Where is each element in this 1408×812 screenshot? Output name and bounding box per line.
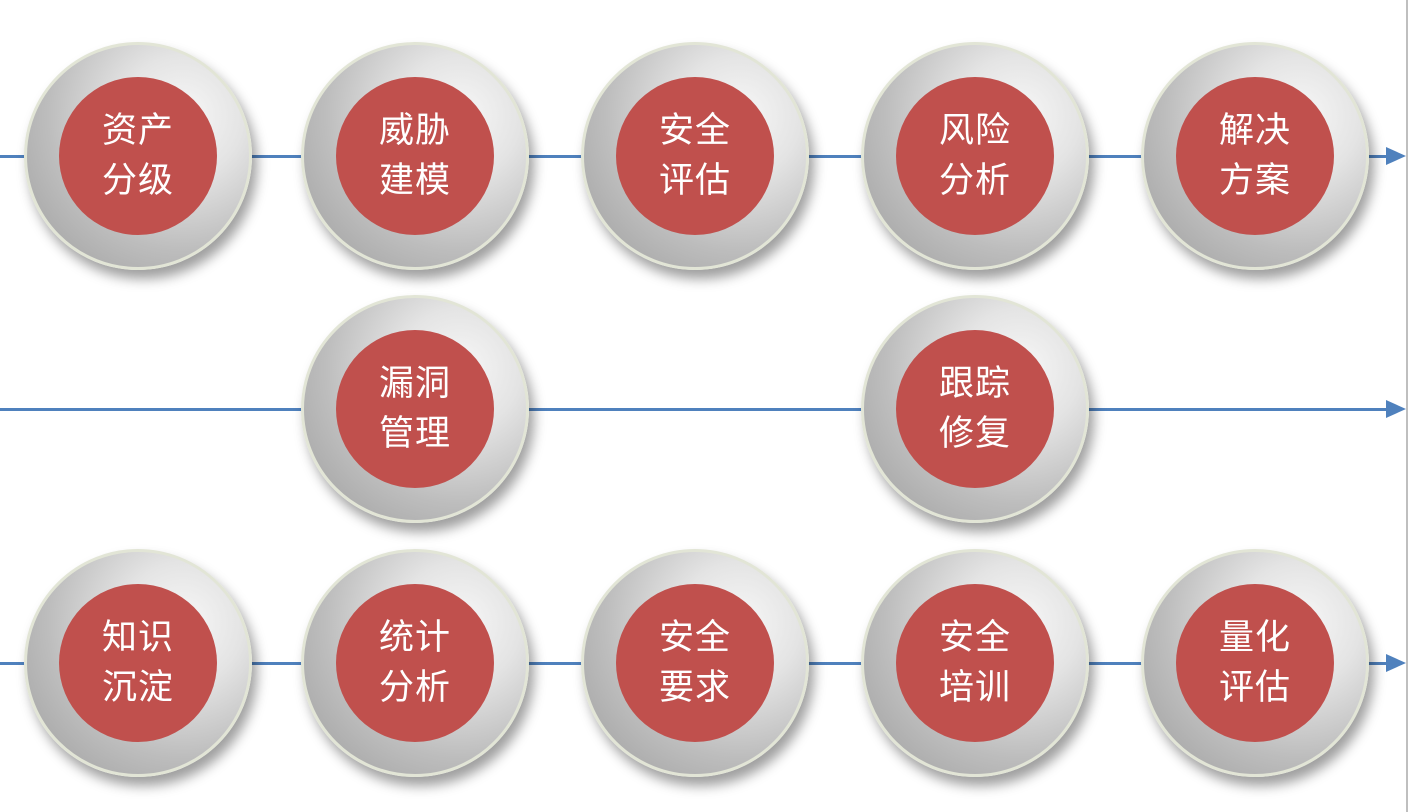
step-label: 统计 分析 xyxy=(336,584,494,742)
step-core: 安全 培训 xyxy=(896,584,1054,742)
step-label-line-2: 沉淀 xyxy=(101,668,174,708)
step-label-line-1: 安全 xyxy=(658,111,731,151)
step-core: 知识 沉淀 xyxy=(59,584,217,742)
step-label: 解决 方案 xyxy=(1176,77,1334,235)
flow-row-2: 漏洞 管理 跟踪 修复 xyxy=(0,289,1408,529)
step-label: 安全 评估 xyxy=(616,77,774,235)
flow-row-3: 知识 沉淀 统计 分析 安全 要求 安全 培训 xyxy=(0,543,1408,783)
step-threat-modeling: 威胁 建模 xyxy=(301,42,529,270)
step-core: 风险 分析 xyxy=(896,77,1054,235)
step-security-requirements: 安全 要求 xyxy=(581,549,809,777)
step-core: 漏洞 管理 xyxy=(336,330,494,488)
step-security-training: 安全 培训 xyxy=(861,549,1089,777)
step-label-line-2: 方案 xyxy=(1218,161,1291,201)
step-label: 跟踪 修复 xyxy=(896,330,1054,488)
step-label-line-1: 解决 xyxy=(1218,111,1291,151)
step-core: 安全 要求 xyxy=(616,584,774,742)
step-core: 统计 分析 xyxy=(336,584,494,742)
step-core: 威胁 建模 xyxy=(336,77,494,235)
step-vulnerability-management: 漏洞 管理 xyxy=(301,295,529,523)
step-label-line-2: 评估 xyxy=(1218,668,1291,708)
step-label-line-1: 风险 xyxy=(938,111,1011,151)
step-quantitative-evaluation: 量化 评估 xyxy=(1141,549,1369,777)
step-label-line-1: 量化 xyxy=(1218,618,1291,658)
step-statistical-analysis: 统计 分析 xyxy=(301,549,529,777)
page-right-border xyxy=(1406,0,1408,812)
step-core: 资产 分级 xyxy=(59,77,217,235)
arrow-right-icon xyxy=(1386,654,1406,672)
step-label-line-1: 跟踪 xyxy=(938,364,1011,404)
step-label: 威胁 建模 xyxy=(336,77,494,235)
step-label: 知识 沉淀 xyxy=(59,584,217,742)
step-label-line-2: 评估 xyxy=(658,161,731,201)
step-label-line-2: 分析 xyxy=(938,161,1011,201)
step-label-line-2: 管理 xyxy=(378,414,451,454)
step-core: 安全 评估 xyxy=(616,77,774,235)
step-label: 风险 分析 xyxy=(896,77,1054,235)
step-label-line-2: 分析 xyxy=(378,668,451,708)
step-tracking-remediation: 跟踪 修复 xyxy=(861,295,1089,523)
step-asset-classification: 资产 分级 xyxy=(24,42,252,270)
step-label-line-2: 建模 xyxy=(378,161,451,201)
step-label-line-1: 漏洞 xyxy=(378,364,451,404)
arrow-right-icon xyxy=(1386,147,1406,165)
step-label-line-1: 安全 xyxy=(938,618,1011,658)
step-label-line-2: 分级 xyxy=(101,161,174,201)
step-label-line-1: 安全 xyxy=(658,618,731,658)
flow-row-1: 资产 分级 威胁 建模 安全 评估 风险 分析 xyxy=(0,36,1408,276)
step-label-line-1: 威胁 xyxy=(378,111,451,151)
step-label-line-1: 知识 xyxy=(101,618,174,658)
step-risk-analysis: 风险 分析 xyxy=(861,42,1089,270)
step-label: 资产 分级 xyxy=(59,77,217,235)
step-label-line-2: 培训 xyxy=(938,668,1011,708)
step-core: 跟踪 修复 xyxy=(896,330,1054,488)
step-core: 解决 方案 xyxy=(1176,77,1334,235)
step-label: 安全 要求 xyxy=(616,584,774,742)
step-security-assessment: 安全 评估 xyxy=(581,42,809,270)
step-label-line-1: 资产 xyxy=(101,111,174,151)
step-label: 漏洞 管理 xyxy=(336,330,494,488)
arrow-right-icon xyxy=(1386,400,1406,418)
step-label-line-2: 修复 xyxy=(938,414,1011,454)
step-label: 量化 评估 xyxy=(1176,584,1334,742)
step-knowledge-accumulation: 知识 沉淀 xyxy=(24,549,252,777)
step-label-line-2: 要求 xyxy=(658,668,731,708)
step-solution: 解决 方案 xyxy=(1141,42,1369,270)
step-label-line-1: 统计 xyxy=(378,618,451,658)
connector-line xyxy=(0,408,1388,411)
step-core: 量化 评估 xyxy=(1176,584,1334,742)
step-label: 安全 培训 xyxy=(896,584,1054,742)
